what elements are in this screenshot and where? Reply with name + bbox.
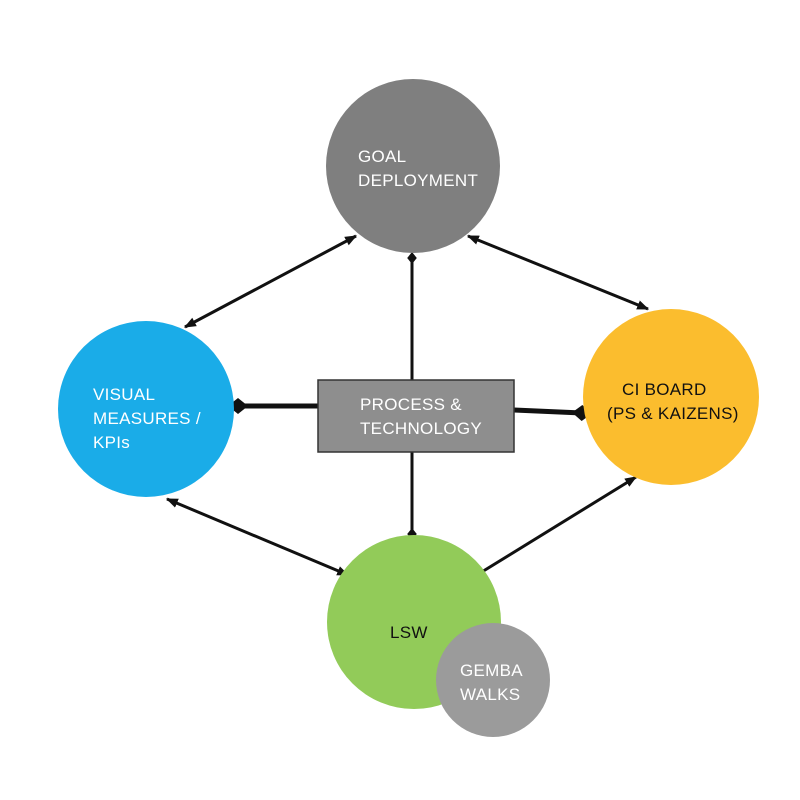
process-technology-label: PROCESS & TECHNOLOGY [360,395,482,438]
connector-goal-visual [183,234,358,329]
goal-deployment-line-2: DEPLOYMENT [358,171,478,190]
goal-deployment-node: GOAL DEPLOYMENT [326,79,500,253]
gemba-walks-node: GEMBA WALKS [436,623,550,737]
gemba-walks-circle [436,623,550,737]
process-technology-line-1: PROCESS & [360,395,462,414]
lsw-line-1: LSW [390,623,428,642]
lsw-label: LSW [390,623,428,642]
visual-measures-line-2: MEASURES / [93,409,201,428]
ci-board-line-1: CI BOARD [622,380,707,399]
ci-board-label: CI BOARD (PS & KAIZENS) [607,380,739,423]
ci-board-node: CI BOARD (PS & KAIZENS) [583,309,759,485]
gemba-walks-label: GEMBA WALKS [460,661,527,704]
process-technology-node: PROCESS & TECHNOLOGY [317,379,515,453]
ci-board-circle [583,309,759,485]
visual-measures-line-3: KPIs [93,433,130,452]
ci-board-line-2: (PS & KAIZENS) [607,404,739,423]
visual-measures-label: VISUAL MEASURES / KPIs [93,385,206,452]
visual-measures-node: VISUAL MEASURES / KPIs [58,321,234,497]
goal-deployment-circle [326,79,500,253]
connector-visual-lsw [165,497,350,577]
connector-goal-ci [466,234,650,311]
goal-deployment-line-1: GOAL [358,147,406,166]
connector-ci-lsw [470,475,638,580]
connector-process-ci [513,405,592,421]
gemba-walks-line-1: GEMBA [460,661,523,680]
gemba-walks-line-2: WALKS [460,685,520,704]
visual-measures-circle [58,321,234,497]
goal-deployment-label: GOAL DEPLOYMENT [358,147,478,190]
process-technology-line-2: TECHNOLOGY [360,419,482,438]
process-technology-box [317,379,515,453]
visual-measures-line-1: VISUAL [93,385,155,404]
